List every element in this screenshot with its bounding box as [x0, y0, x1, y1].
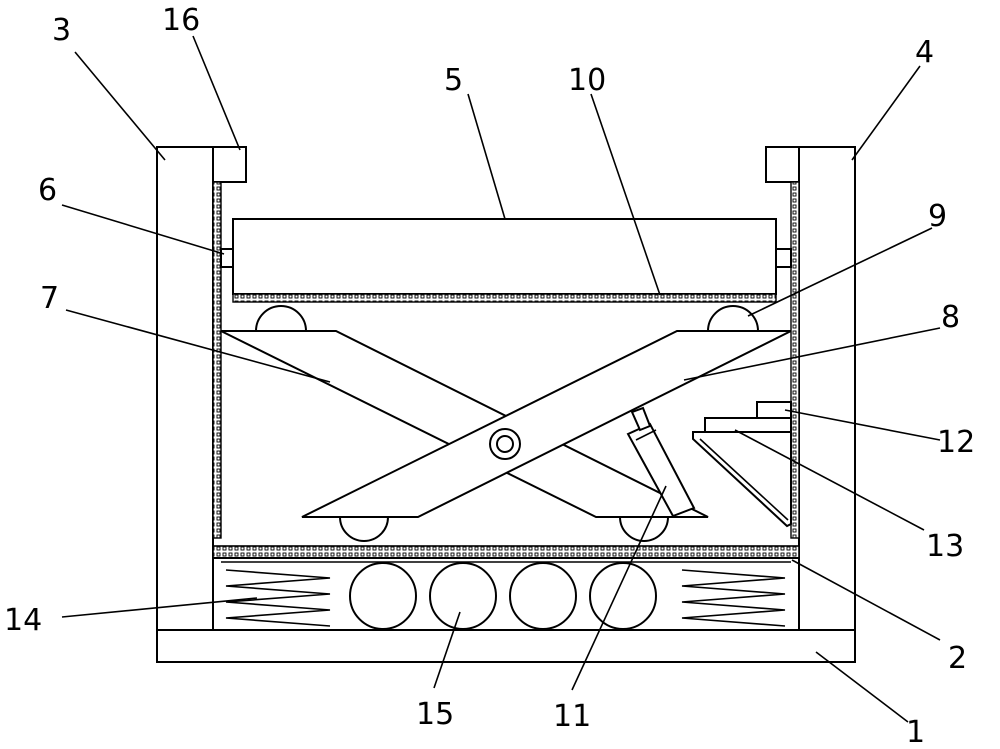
- ball-2: [429, 562, 497, 630]
- right-spring: [681, 569, 786, 627]
- callout-4: 4: [915, 35, 934, 70]
- leader-15: [433, 611, 461, 689]
- leader-7: [65, 309, 331, 383]
- lower-left-roller: [338, 516, 390, 542]
- leader-4: [851, 65, 921, 161]
- callout-3: 3: [52, 13, 71, 48]
- upper-right-roller: [706, 305, 760, 332]
- callout-10: 10: [568, 63, 606, 98]
- callout-13: 13: [926, 529, 964, 564]
- upper-pad: [232, 293, 777, 303]
- ball-4: [589, 562, 657, 630]
- pivot-pin-inner: [496, 435, 514, 453]
- hydraulic-cylinder: [626, 406, 696, 518]
- left-post: [156, 146, 214, 631]
- leader-10: [590, 93, 661, 296]
- lower-support-plate: [212, 545, 800, 559]
- steps: [704, 401, 792, 433]
- callout-2: 2: [948, 641, 967, 676]
- leader-16: [192, 35, 241, 151]
- scissor-arm-8: [301, 330, 792, 518]
- callout-5: 5: [444, 63, 463, 98]
- callout-1: 1: [906, 715, 925, 749]
- leader-12: [784, 409, 941, 441]
- callout-15: 15: [416, 697, 454, 732]
- leader-1: [815, 651, 909, 723]
- callout-7: 7: [40, 281, 59, 316]
- right-slider-block: [775, 248, 792, 268]
- callout-16: 16: [162, 3, 200, 38]
- callout-8: 8: [941, 300, 960, 335]
- callout-11: 11: [553, 699, 591, 734]
- leader-5: [467, 93, 506, 220]
- leader-13: [734, 429, 925, 531]
- left-slider-block: [220, 248, 234, 268]
- right-top-cap: [765, 146, 800, 183]
- leader-14: [61, 597, 258, 618]
- leader-11: [571, 485, 667, 691]
- callout-6: 6: [38, 173, 57, 208]
- right-post: [798, 146, 856, 631]
- leader-2: [791, 559, 941, 641]
- leader-8: [683, 327, 941, 381]
- lower-right-roller: [618, 516, 670, 542]
- left-top-cap: [212, 146, 247, 183]
- upper-platform: [232, 218, 777, 295]
- callout-12: 12: [937, 425, 975, 460]
- callout-9: 9: [928, 199, 947, 234]
- callout-14: 14: [4, 603, 42, 638]
- left-spring: [225, 569, 331, 627]
- inclined-shelf-line: [699, 438, 789, 521]
- callout-labels: 3 16 5 10 4 6 7 9 8 12 13 14 15 11 2 1: [4, 3, 975, 749]
- leader-3: [74, 51, 166, 161]
- ball-3: [509, 562, 577, 630]
- leader-6: [61, 204, 225, 255]
- base-plate: [156, 629, 856, 663]
- left-guide-rail: [212, 181, 222, 539]
- upper-left-roller: [254, 305, 308, 332]
- ball-1: [349, 562, 417, 630]
- leader-lines: [61, 35, 941, 723]
- leader-9: [747, 227, 933, 317]
- right-guide-rail: [790, 181, 800, 539]
